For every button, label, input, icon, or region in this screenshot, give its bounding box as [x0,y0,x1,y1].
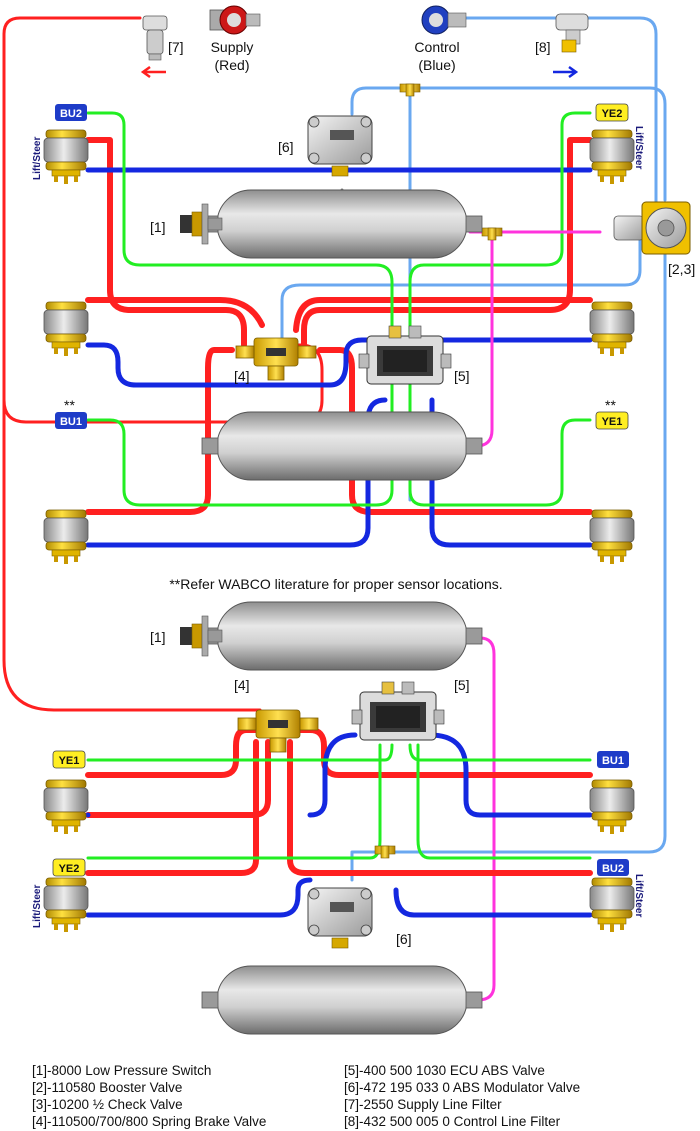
svg-text:BU2: BU2 [60,108,82,120]
air-tank-top [201,189,483,259]
sensor-location-note: **Refer WABCO literature for proper sens… [169,576,502,592]
label-item6-top: [6] [278,139,294,155]
label-item23: [2,3] [668,261,695,277]
airbag-bottom-right-liftsteer [589,877,635,933]
sensor-tag-bu2-bottom: BU2 [597,859,629,876]
lift-steer-label-bottom-left: Lift/Steer [32,885,43,928]
airbag-top-left-liftsteer [43,129,89,185]
airbag-top-right-liftsteer [589,129,635,185]
sensor-tag-bu2-top: BU2 [55,104,87,121]
supply-gladhand [209,5,261,35]
ecu-abs-valve-top [358,325,452,385]
svg-text:YE2: YE2 [59,863,80,875]
airbag-axle1-left [43,301,89,357]
label-item4-top: [4] [234,368,250,384]
control-tee-bottom [374,845,396,859]
supply-direction-arrow [140,65,166,79]
label-supply-color: (Red) [214,57,249,73]
legend-right-1: [5]-400 500 1030 ECU ABS Valve [344,1063,545,1078]
label-item4-bottom: [4] [234,677,250,693]
airbag-axle3-right [589,779,635,835]
airbag-axle2-right [589,509,635,565]
lift-steer-label-top-left: Lift/Steer [32,137,43,180]
legend-left-1: [1]-8000 Low Pressure Switch [32,1063,211,1078]
air-tank-lower [201,601,483,671]
svg-text:BU1: BU1 [60,416,82,428]
svg-text:BU1: BU1 [602,755,624,767]
airbag-axle1-right [589,301,635,357]
svg-text:YE2: YE2 [602,108,623,120]
svg-text:YE1: YE1 [59,755,80,767]
label-item1-bottom: [1] [150,629,166,645]
label-item1-top: [1] [150,219,166,235]
lift-steer-label-top-right: Lift/Steer [633,126,644,169]
svg-text:YE1: YE1 [602,416,623,428]
label-control-color: (Blue) [418,57,455,73]
label-item6-bottom: [6] [396,931,412,947]
label-item5-bottom: [5] [454,677,470,693]
lift-steer-label-bottom-right: Lift/Steer [633,874,644,917]
control-tee-top [399,83,421,97]
legend-right-2: [6]-472 195 033 0 ABS Modulator Valve [344,1080,580,1095]
booster-check-valve [613,201,691,255]
abs-modulator-valve-bottom [307,887,373,949]
svg-text:BU2: BU2 [602,863,624,875]
label-item5-top: [5] [454,368,470,384]
legend-left-2: [2]-110580 Booster Valve [32,1080,182,1095]
label-item7: [7] [168,39,184,55]
airbag-bottom-left-liftsteer [43,877,89,933]
supply-line-filter [142,15,168,61]
sensor-tag-ye1-bottom: YE1 [52,750,86,769]
airbag-axle2-left [43,509,89,565]
legend: [1]-8000 Low Pressure Switch [2]-110580 … [32,1063,580,1129]
legend-left-3: [3]-10200 ½ Check Valve [32,1097,183,1112]
air-tank-middle [201,411,483,481]
ecu-abs-valve-bottom [351,681,445,741]
label-control: Control [414,39,459,55]
legend-right-3: [7]-2550 Supply Line Filter [344,1097,502,1112]
control-line-filter [555,13,589,53]
legend-left-4: [4]-110500/700/800 Spring Brake Valve [32,1114,266,1129]
legend-right-4: [8]-432 500 005 0 Control Line Filter [344,1114,561,1129]
control-direction-arrow [553,65,579,79]
magenta-tee-top [481,227,503,241]
label-item8: [8] [535,39,551,55]
airbag-axle3-left [43,779,89,835]
low-pressure-switch-top [179,203,223,245]
label-supply: Supply [211,39,254,55]
sensor-tag-ye1-top: YE1 [595,411,629,430]
air-tank-bottom [201,965,483,1035]
sensor-marker-left: ** [64,397,75,413]
low-pressure-switch-bottom [179,615,223,657]
control-gladhand [421,5,467,35]
sensor-tag-bu1-top: BU1 [55,412,87,429]
sensor-tag-bu1-bottom: BU1 [597,751,629,768]
sensor-marker-right: ** [605,397,616,413]
abs-modulator-valve-top [307,115,373,177]
sensor-tag-ye2-top: YE2 [595,103,629,122]
sensor-tag-ye2-bottom: YE2 [52,858,86,877]
